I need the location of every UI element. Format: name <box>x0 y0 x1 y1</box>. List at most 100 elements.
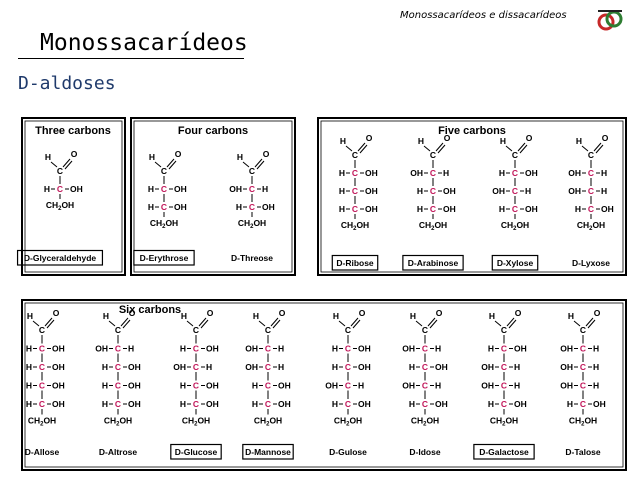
chiral-carbon: C <box>39 344 45 354</box>
bond <box>338 320 346 327</box>
substituent-left: H <box>26 362 32 372</box>
substituent-right: H <box>435 344 441 354</box>
terminal-ch2oh: CH2OH <box>182 416 210 428</box>
bond <box>242 161 250 168</box>
bond <box>573 320 581 327</box>
group-panel <box>130 117 296 276</box>
bond <box>198 317 207 327</box>
substituent-right: OH <box>128 362 141 372</box>
substituent-left: H <box>417 204 423 214</box>
chiral-carbon: C <box>512 204 518 214</box>
substituent-right: H <box>435 381 441 391</box>
sugar-name: D-Glucose <box>175 447 218 457</box>
substituent-left: H <box>180 381 186 391</box>
aldehyde-o: O <box>53 308 60 318</box>
sugar-name: D-Xylose <box>497 258 534 268</box>
substituent-right: H <box>601 168 607 178</box>
bond <box>64 160 73 170</box>
chiral-carbon: C <box>422 362 428 372</box>
bond <box>587 319 596 329</box>
sugar-name-box <box>402 254 464 271</box>
bond <box>120 317 129 327</box>
aldehyde-carbon: C <box>501 325 507 335</box>
substituent-right: H <box>514 362 520 372</box>
chiral-carbon: C <box>588 186 594 196</box>
bond <box>435 142 444 152</box>
substituent-right: OH <box>174 202 187 212</box>
substituent-right: H <box>278 344 284 354</box>
sugar-name: D-Threose <box>231 253 273 263</box>
terminal-ch2oh: CH2OH <box>46 200 74 212</box>
chiral-carbon: C <box>345 399 351 409</box>
terminal-ch2oh: CH2OH <box>490 416 518 428</box>
substituent-right: OH <box>435 399 448 409</box>
substituent-left: OH <box>402 344 415 354</box>
aldehyde-carbon: C <box>115 325 121 335</box>
group-panel <box>317 117 627 276</box>
substituent-right: OH <box>358 344 371 354</box>
substituent-left: OH <box>560 381 573 391</box>
sugar-name: D-Erythrose <box>140 253 189 263</box>
chiral-carbon: C <box>512 168 518 178</box>
chiral-carbon: C <box>193 344 199 354</box>
sugar-name-box <box>16 249 104 266</box>
sugar-name-box <box>242 443 294 460</box>
chiral-carbon: C <box>580 344 586 354</box>
substituent-right: OH <box>52 381 65 391</box>
substituent-right: OH <box>358 362 371 372</box>
substituent-left: OH <box>492 186 505 196</box>
chiral-carbon: C <box>39 362 45 372</box>
bond <box>350 317 359 327</box>
chiral-carbon: C <box>588 168 594 178</box>
chiral-carbon: C <box>580 399 586 409</box>
terminal-ch2oh: CH2OH <box>104 416 132 428</box>
bond <box>186 320 194 327</box>
substituent-left: H <box>332 344 338 354</box>
chiral-carbon: C <box>501 399 507 409</box>
substituent-right: OH <box>174 184 187 194</box>
sugar-name: D-Mannose <box>245 447 291 457</box>
terminal-ch2oh: CH2OH <box>238 218 266 230</box>
bond <box>585 317 594 327</box>
bond <box>272 319 281 329</box>
substituent-left: OH <box>410 168 423 178</box>
terminal-ch2oh: CH2OH <box>254 416 282 428</box>
substituent-right: OH <box>435 362 448 372</box>
aldehyde-o: O <box>263 149 270 159</box>
substituent-left: H <box>102 362 108 372</box>
substituent-right: OH <box>593 399 606 409</box>
chiral-carbon: C <box>249 184 255 194</box>
bond <box>256 160 265 170</box>
sugar-name: D-Allose <box>25 447 60 457</box>
aldehyde-h: H <box>45 152 51 162</box>
substituent-left: H <box>339 186 345 196</box>
chiral-carbon: C <box>265 399 271 409</box>
chiral-carbon: C <box>345 362 351 372</box>
sugar-name-box <box>491 254 539 271</box>
substituent-left: H <box>252 399 258 409</box>
substituent-left: H <box>102 399 108 409</box>
group-panel-inner <box>24 302 624 468</box>
group-panel-inner <box>24 120 123 273</box>
aldehyde-carbon: C <box>39 325 45 335</box>
chiral-carbon: C <box>345 381 351 391</box>
substituent-right: H <box>601 186 607 196</box>
bond <box>352 319 361 329</box>
substituent-left: H <box>236 202 242 212</box>
substituent-right: OH <box>262 202 275 212</box>
substituent-right: OH <box>365 204 378 214</box>
aldehyde-carbon: C <box>161 166 167 176</box>
aldehyde-o: O <box>359 308 366 318</box>
aldehyde-o: O <box>207 308 214 318</box>
terminal-ch2oh: CH2OH <box>501 220 529 232</box>
aldehyde-carbon: C <box>580 325 586 335</box>
chiral-carbon: C <box>501 381 507 391</box>
bond <box>154 161 162 168</box>
aldehyde-carbon: C <box>430 150 436 160</box>
title-underline <box>18 58 244 59</box>
